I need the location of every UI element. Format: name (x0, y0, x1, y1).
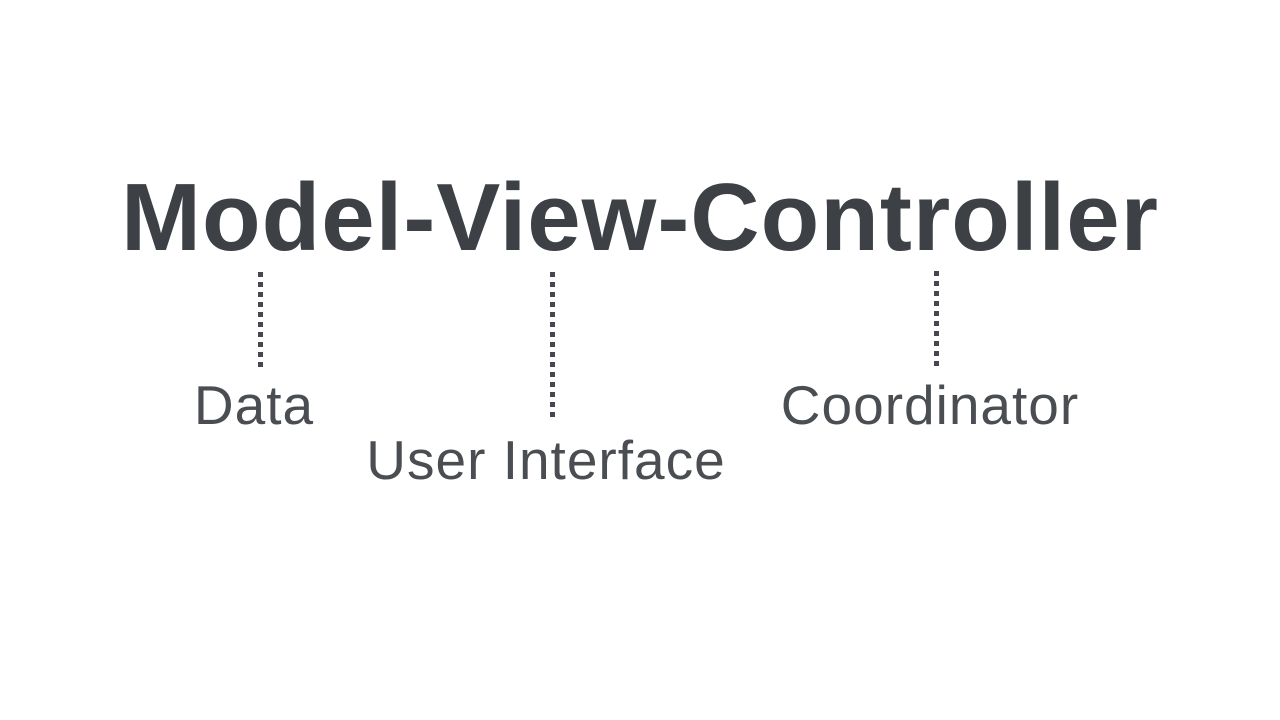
controller-connector-dotted-line (934, 271, 939, 366)
slide-title: Model-View-Controller (121, 164, 1159, 271)
view-connector-dotted-line (550, 272, 555, 417)
model-annotation-label: Data (193, 374, 315, 436)
view-annotation-label: User Interface (366, 429, 726, 491)
controller-annotation-label: Coordinator (780, 374, 1080, 436)
model-connector-dotted-line (258, 272, 263, 367)
